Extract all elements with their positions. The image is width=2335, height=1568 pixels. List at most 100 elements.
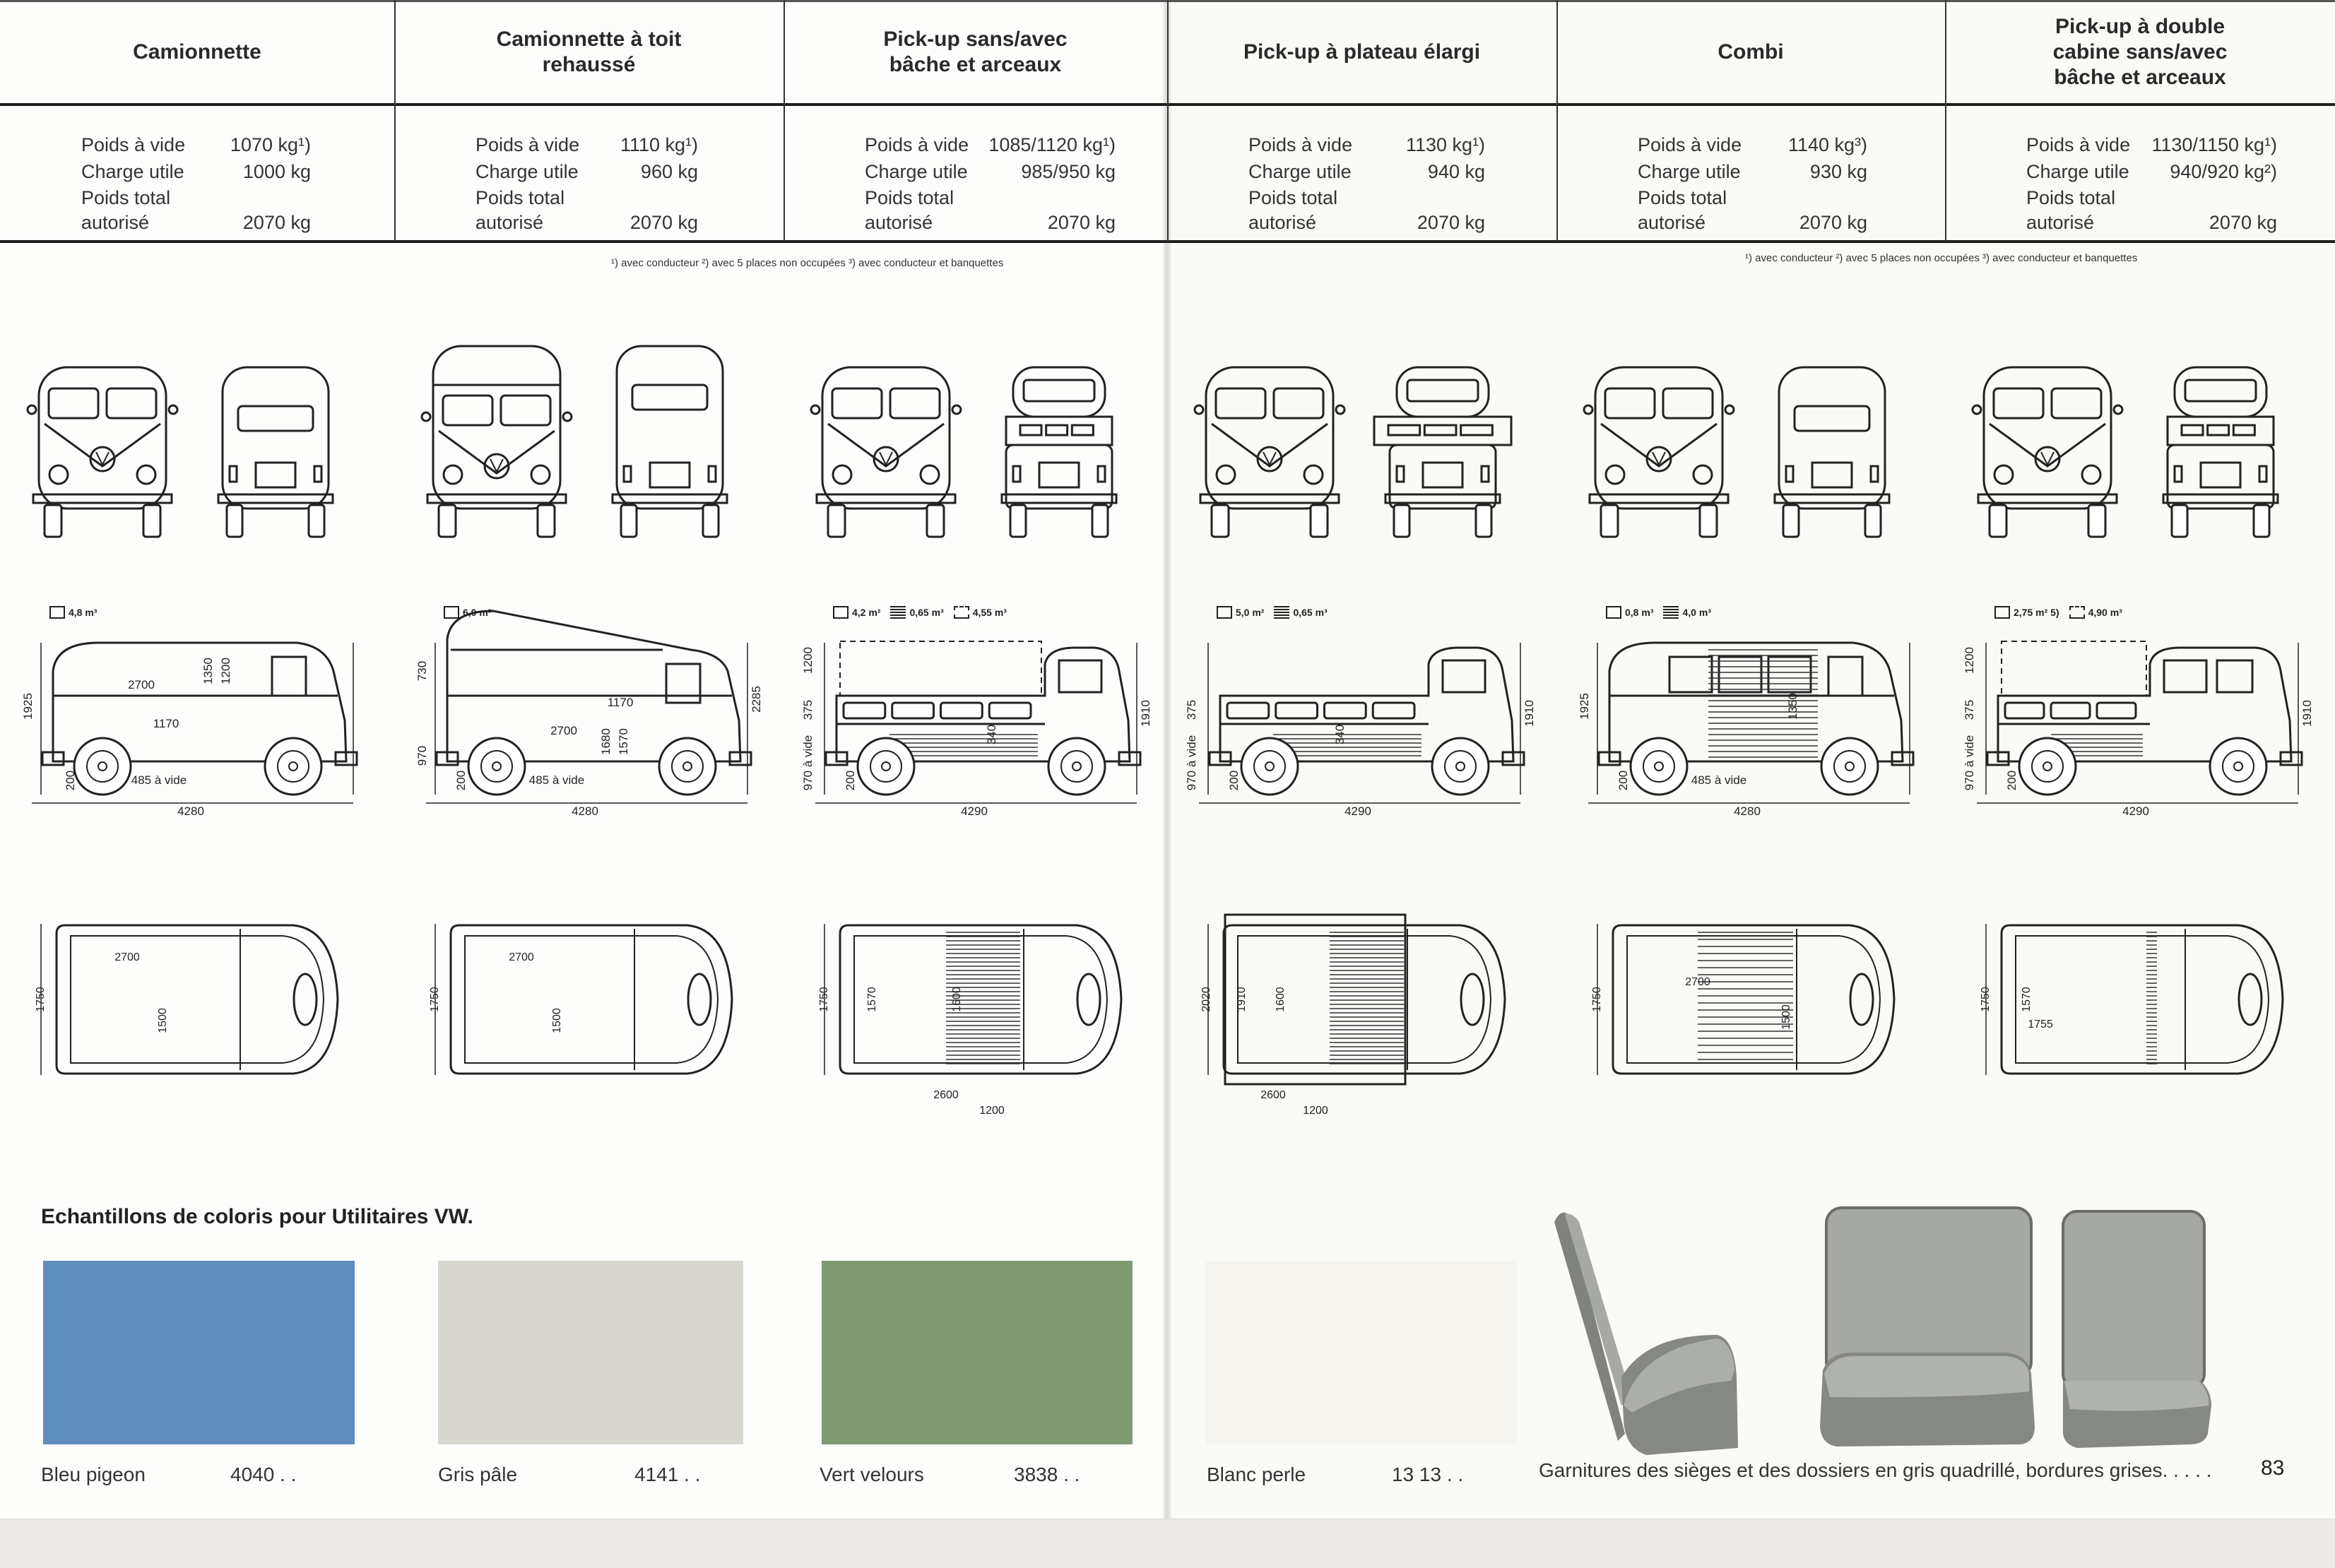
top-dimension-label: 1500 [157,1008,169,1033]
top-dimension-label: 1500 [551,1008,563,1033]
spec-value: 2070 kg [629,212,698,233]
side-dimension-label: 2700 [550,724,577,737]
hub-cap [288,761,298,771]
top-inner-outline [2015,935,2270,1064]
footnotes-left: ¹) avec conducteur ²) avec 5 places non … [611,257,1004,269]
capacity-legend-item: 0,65 m³ [890,606,944,619]
tail-light [1480,465,1490,483]
side-dimension-label: 4290 [961,804,988,818]
vw-logo-icon [2034,446,2061,473]
spec-label: Poids total [1248,187,1338,208]
rear-view [2162,366,2279,538]
windshield-left [47,387,100,420]
capacity-value: 2,75 m² 5) [2014,607,2059,618]
capacity-value: 6,0 m³ [463,607,492,618]
rear-wheel [702,504,720,538]
side-locker [2050,701,2091,720]
cab-window [2163,659,2208,694]
rear-bumper [1986,751,2010,766]
hub-cap [682,761,692,771]
top-inner-outline [1237,935,1492,1064]
swatch-vert-velours [822,1261,1133,1444]
spec-value: 940/920 kg²) [2170,161,2277,182]
wheel-rim [1833,750,1866,783]
table-column-divider [1556,0,1558,242]
side-dimension-label: 375 [1185,700,1198,720]
headlight [919,464,940,485]
top-view [40,924,339,1075]
side-window [1767,655,1812,694]
seat-backrest [1565,1213,1632,1406]
capacity-legend-item: 4,90 m³ [2069,606,2122,619]
spec-value: 2070 kg [2209,212,2277,233]
rear-view [1373,366,1513,538]
spec-row: Charge utile 940/920 kg²) [2026,161,2277,185]
rear-body [221,366,330,510]
side-dimension-label: 1170 [608,696,634,709]
spec-value: 1085/1120 kg¹) [988,134,1116,155]
capacity-legend-item: 2,75 m² 5) [1994,606,2059,619]
rear-cab [2173,366,2268,418]
mirror [1335,404,1346,415]
wheel-rim [480,750,513,783]
rear-wheel [1474,504,1493,538]
v-front-line [1211,422,1328,468]
headlight [48,464,69,485]
wheel-rim [2222,750,2254,783]
engine-lid [649,461,691,489]
rear-window [237,405,314,432]
lines-volume-icon [1663,606,1679,619]
dashed-volume-icon [2069,606,2085,619]
engine-lid [2199,461,2242,489]
front-wheel [1600,504,1619,538]
headlight [1303,464,1324,485]
rear-cab [1395,366,1490,418]
swatch-code: 4141 . . [634,1463,701,1485]
swatch-gris-pale [438,1261,743,1444]
spec-value: 940 kg [1427,161,1485,182]
spec-label: Charge utile [1248,161,1352,182]
wheel [264,737,323,796]
windshield-right [2050,387,2103,420]
tail-light [2173,465,2183,483]
top-dimension-label: 2700 [1685,976,1710,988]
spec-row: Poids total [1248,187,1485,211]
rear-view [1000,366,1118,538]
single-backrest [2062,1210,2206,1389]
side-locker [1226,701,1270,720]
side-dimension-label: 4280 [572,804,598,818]
spec-value: 985/950 kg [1021,161,1116,182]
front-body [37,366,167,510]
rear-body [2166,444,2275,510]
side-dimension-label: 4290 [2122,804,2149,818]
rear-cab-window [2184,379,2257,403]
side-dimension-label: 1680 [599,728,613,755]
front-wheel [1210,504,1230,538]
spec-label: Charge utile [2026,161,2129,182]
table-bottom-border [0,240,2335,243]
column-title-text: Combi [1718,40,1784,64]
headlight [1993,464,2014,485]
spec-label: Poids total [865,187,954,208]
engine-lid [1038,461,1080,489]
seat-upholstery-photo [1554,1206,2211,1455]
side-dimension-label: 4280 [177,804,204,818]
rear-body [1388,444,1497,510]
rear-bumper [1208,751,1232,766]
side-dimension-label: 730 [415,661,429,681]
swatch-code: 4040 . . [230,1463,297,1485]
wheel [856,737,916,796]
cab-window [665,663,702,704]
hub-cap [881,761,891,771]
side-dimension-label: 200 [2005,771,2018,790]
headlight [832,464,853,485]
side-view [32,641,358,804]
